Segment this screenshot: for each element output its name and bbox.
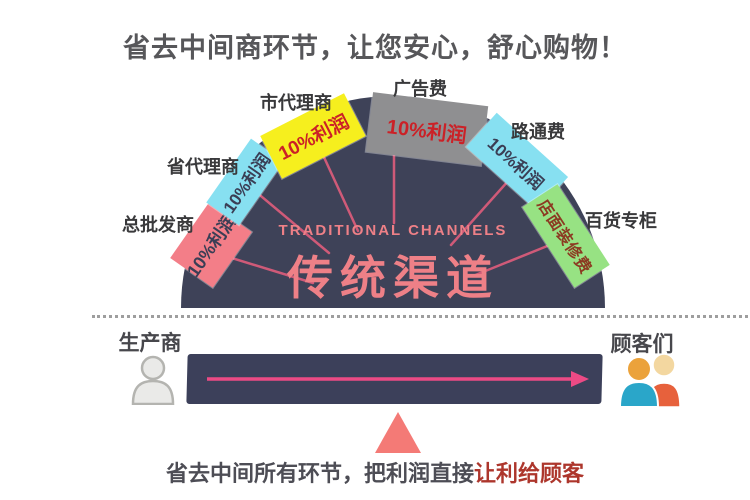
channel-label-city-agent: 市代理商 [260, 93, 332, 113]
dome-subtitle-en: TRADITIONAL CHANNELS [278, 222, 508, 239]
footer-highlight: 让利给顾客 [474, 461, 585, 486]
customers-label: 顾客们 [610, 333, 674, 356]
producer-person-icon [131, 355, 175, 405]
footer-caption: 省去中间所有环节，把利润直接让利给顾客 [0, 456, 750, 488]
footer-text: 省去中间所有环节，把利润直接 [165, 461, 474, 486]
customers-icon [618, 353, 681, 408]
channel-label-wholesaler: 总批发商 [122, 215, 194, 235]
channel-label-store-counter: 百货专柜 [585, 211, 657, 231]
right-arrow-icon [207, 371, 589, 387]
channel-label-ad-fee: 广告费 [393, 79, 447, 99]
channel-label-provincial-agent: 省代理商 [167, 157, 239, 177]
page-title: 省去中间商环节，让您安心，舒心购物！ [123, 33, 627, 63]
dashed-divider [92, 315, 748, 318]
producer-label: 生产商 [118, 332, 182, 355]
channel-label-toll-fee: 路通费 [511, 122, 565, 142]
dome-title-zh: 传统渠道 [287, 252, 499, 304]
pointer-triangle-icon [375, 412, 421, 453]
